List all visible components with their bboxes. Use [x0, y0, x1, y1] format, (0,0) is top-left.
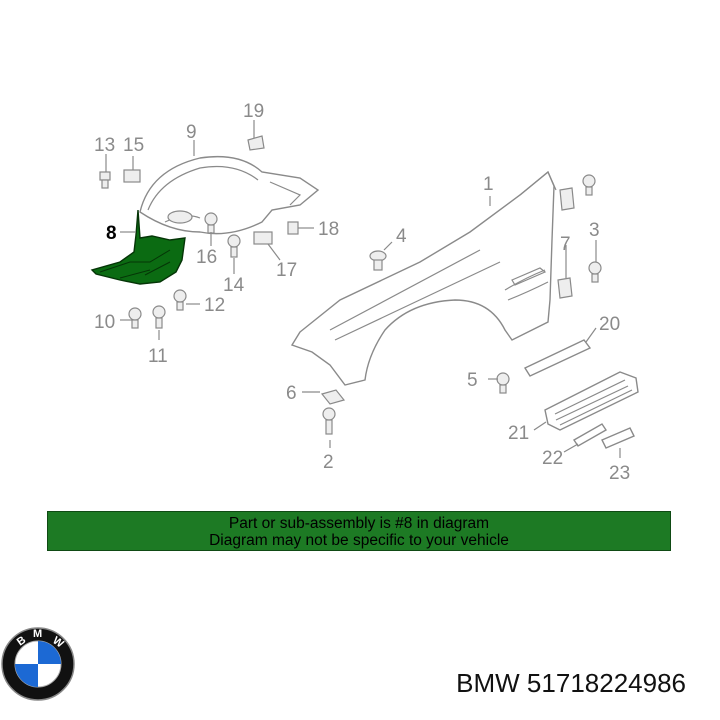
callout-10: 10	[94, 312, 115, 333]
banner-line-1: Part or sub-assembly is #8 in diagram	[228, 515, 490, 532]
bmw-roundel-icon: B M W	[1, 627, 75, 701]
callout-5: 5	[467, 370, 478, 391]
callout-12: 12	[204, 295, 225, 316]
svg-text:M: M	[33, 628, 42, 640]
callout-1: 1	[483, 174, 494, 195]
callout-7: 7	[560, 234, 571, 255]
callout-22: 22	[542, 448, 563, 469]
callout-6: 6	[286, 383, 297, 404]
callout-8: 8	[106, 223, 117, 244]
callout-2: 2	[323, 452, 334, 473]
info-banner: Part or sub-assembly is #8 in diagram Di…	[47, 511, 671, 551]
callout-23: 23	[609, 463, 630, 484]
callout-13: 13	[94, 135, 115, 156]
callout-4: 4	[396, 226, 407, 247]
banner-line-2: Diagram may not be specific to your vehi…	[209, 532, 509, 549]
callout-11: 11	[148, 346, 168, 367]
callout-labels: 1 2 3 4 5 6 7 8 9 10 11 12 13 14 15 16 1…	[94, 101, 630, 484]
leader-lines	[105, 120, 621, 458]
callout-3: 3	[589, 220, 600, 241]
callout-18: 18	[318, 219, 339, 240]
trim-parts	[523, 339, 639, 449]
callout-16: 16	[196, 247, 217, 268]
callout-9: 9	[186, 122, 197, 143]
callout-19: 19	[243, 101, 264, 122]
hardware-parts	[99, 135, 602, 435]
part-number-label: BMW 51718224986	[456, 668, 686, 698]
callout-15: 15	[123, 135, 144, 156]
front-fender	[290, 170, 557, 386]
wheel-arch-liner	[139, 155, 320, 235]
callout-21: 21	[508, 423, 529, 444]
callout-20: 20	[599, 314, 620, 335]
highlighted-part-8	[90, 209, 186, 285]
callout-14: 14	[223, 275, 245, 296]
callout-17: 17	[276, 260, 297, 281]
